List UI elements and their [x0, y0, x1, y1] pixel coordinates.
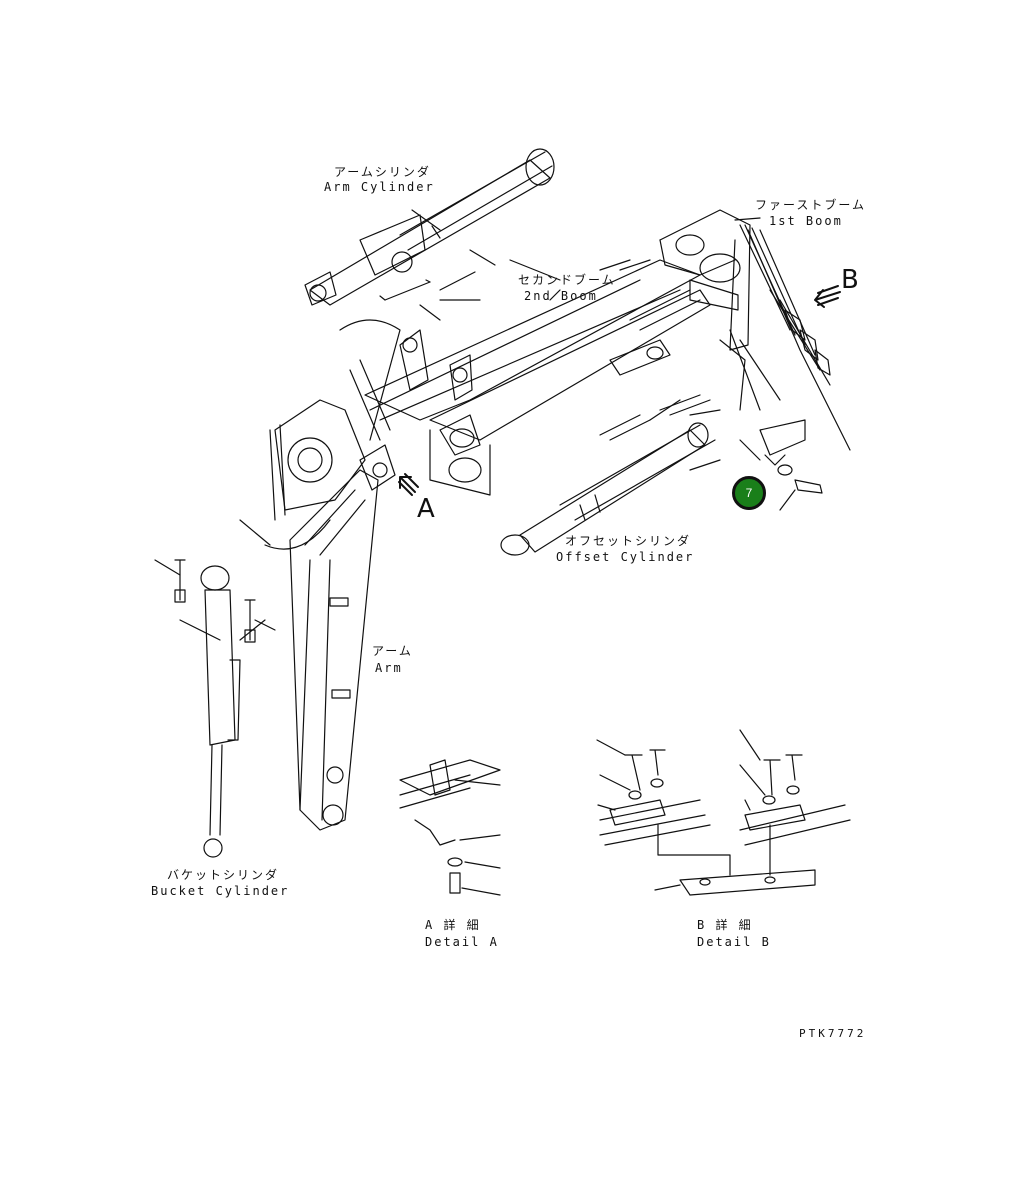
detail-b-drawing [596, 729, 851, 896]
part-callout-7[interactable]: 7 [732, 476, 766, 510]
detail-a-drawing [399, 759, 501, 896]
drawing-code: PTK7772 [799, 1027, 867, 1040]
arm-cylinder-label-en: Arm Cylinder [324, 180, 435, 194]
view-arrow-b [814, 285, 841, 308]
offset-cylinder-label-jp: オフセットシリンダ [565, 534, 692, 548]
arm-drawing [269, 319, 401, 831]
detail-a-label-jp: A 詳 細 [425, 918, 481, 932]
arm-label-jp: アーム [372, 644, 413, 658]
arm-label-en: Arm [375, 661, 403, 675]
leader-lines [549, 217, 761, 301]
offset-cylinder-label-en: Offset Cylinder [556, 550, 695, 564]
second-boom-drawing [364, 259, 711, 496]
offset-cylinder-drawing [500, 394, 823, 556]
view-b-letter: B [841, 265, 859, 295]
arm-cylinder-label-jp: アームシリンダ [334, 165, 431, 179]
detail-b-label-jp: B 詳 細 [697, 918, 753, 932]
first-boom-label-en: 1st Boom [769, 214, 843, 228]
second-boom-label-en: 2nd Boom [524, 289, 598, 303]
bucket-cylinder-drawing [154, 519, 331, 858]
first-boom-drawing [659, 209, 851, 451]
arm-cylinder-drawing [304, 148, 555, 321]
view-a-letter: A [417, 494, 435, 524]
view-arrow-a [398, 473, 419, 496]
bucket-cylinder-label-en: Bucket Cylinder [151, 884, 290, 898]
bucket-cylinder-label-jp: バケットシリンダ [167, 868, 280, 882]
detail-b-label-en: Detail B [697, 935, 771, 949]
second-boom-label-jp: セカンドブーム [518, 273, 616, 287]
detail-a-label-en: Detail A [425, 935, 499, 949]
first-boom-label-jp: ファーストブーム [755, 198, 867, 212]
